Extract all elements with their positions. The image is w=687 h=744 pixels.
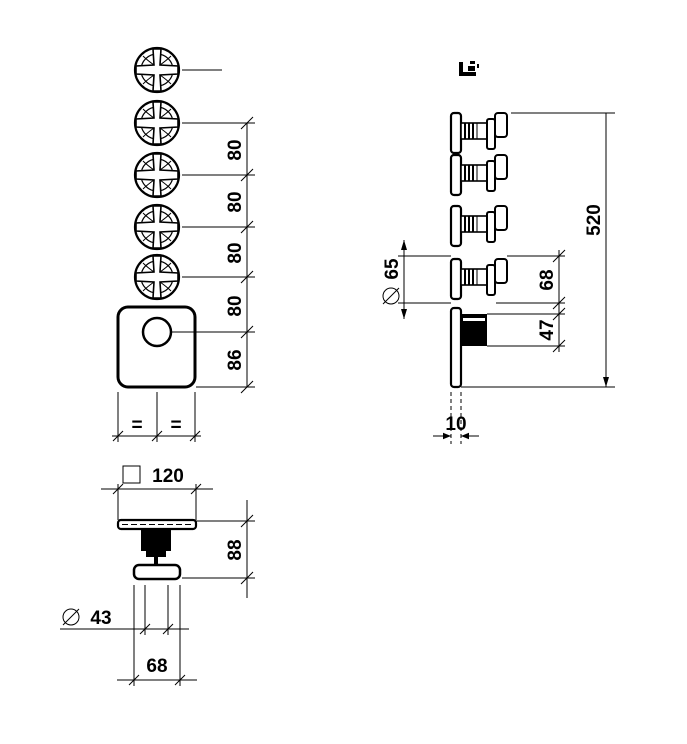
- body-width-label: 68: [146, 656, 167, 677]
- square-symbol: [122, 465, 141, 484]
- side-diameter-symbol: [382, 287, 400, 305]
- equal-right-label: =: [170, 415, 181, 436]
- handle-height-label: 68: [537, 269, 558, 290]
- side-handle-4: [449, 257, 509, 301]
- spacing-label-3: 80: [225, 242, 246, 263]
- top-view: 120 88 43 68: [60, 465, 255, 686]
- handle-2: [133, 99, 181, 147]
- side-view: 65 68 47 520 10: [382, 61, 615, 444]
- diameter-symbol: [62, 608, 80, 626]
- plate-offset-label: 86: [225, 349, 246, 370]
- spacing-label-2: 80: [225, 191, 246, 212]
- valve-body: [141, 529, 171, 551]
- spacing-label-1: 80: [225, 139, 246, 160]
- side-diameter-label: 65: [382, 258, 403, 280]
- handle-4: [133, 203, 181, 251]
- handle-1: [133, 46, 181, 94]
- side-plate: [449, 306, 463, 389]
- handle-3: [133, 151, 181, 199]
- plate-knob: [141, 316, 173, 348]
- depth-label: 88: [225, 539, 246, 560]
- installation-icon: [459, 61, 479, 76]
- spacing-label-4: 80: [225, 295, 246, 316]
- plate-size-label: 120: [152, 466, 184, 487]
- equal-left-label: =: [131, 415, 142, 436]
- side-handle-3: [449, 204, 509, 248]
- total-height-label: 520: [584, 204, 605, 236]
- knob-diameter-label: 43: [90, 608, 111, 629]
- front-view: 80 80 80 80 86 = =: [112, 46, 255, 442]
- top-knob: [132, 563, 182, 581]
- side-handle-1: [449, 111, 509, 155]
- side-handle-2: [449, 153, 509, 197]
- knob-height-label: 47: [537, 319, 558, 340]
- plate-thickness-label: 10: [445, 414, 466, 435]
- handle-5: [133, 253, 181, 301]
- top-plate: [116, 518, 198, 531]
